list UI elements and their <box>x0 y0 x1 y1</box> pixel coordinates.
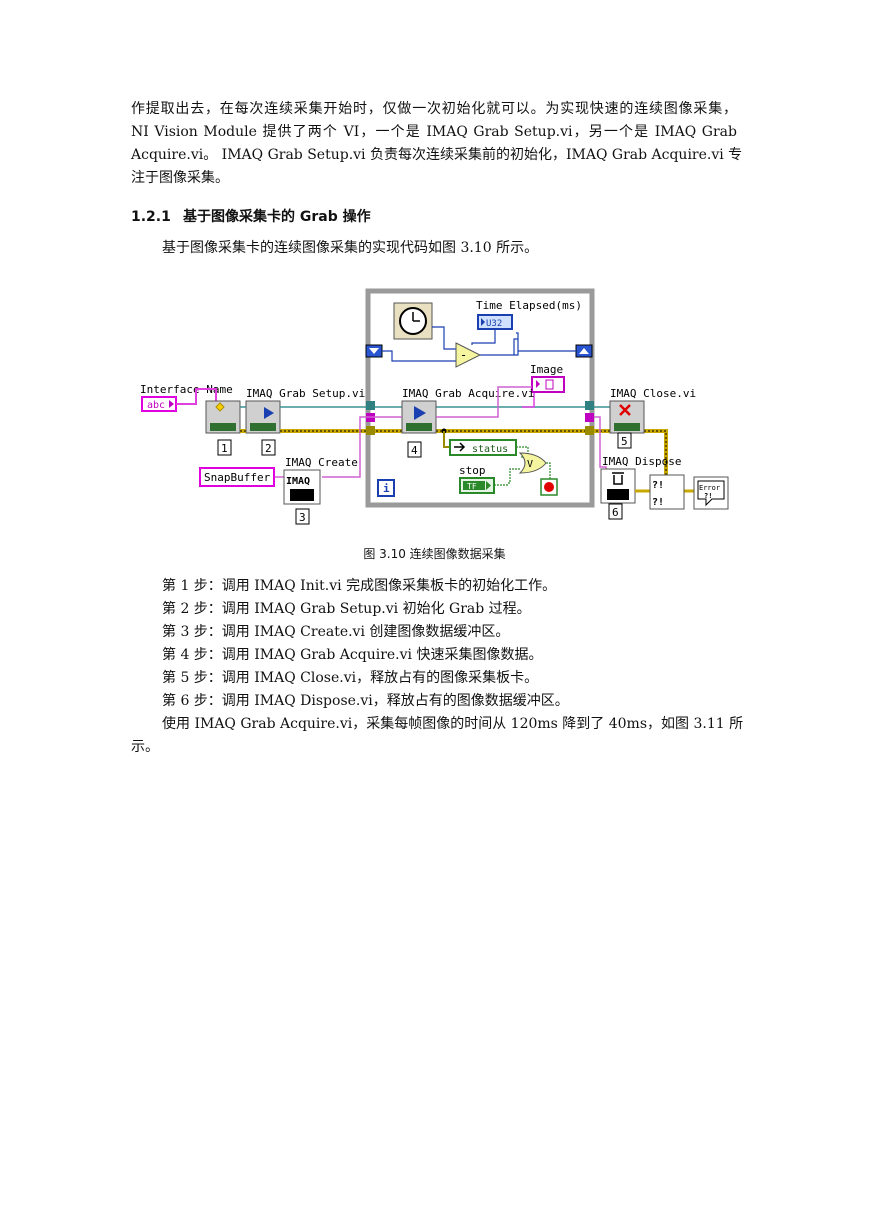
image-wire <box>522 393 535 408</box>
intro-line-2: NI Vision Module 提供了两个 VI，一个是 IMAQ Grab … <box>131 124 737 140</box>
close-label: IMAQ Close.vi <box>610 387 696 400</box>
tunnel-left-error <box>366 426 375 435</box>
intro-line-1: 作提取出去，在每次连续采集开始时，仅做一次初始化就可以。为实现快速的连续图像采集… <box>131 101 737 117</box>
timer-wire <box>382 326 576 362</box>
or-label: V <box>527 459 533 470</box>
step-1: 第 1 步：调用 IMAQ Init.vi 完成图像采集板卡的初始化工作。 <box>162 578 557 594</box>
step-4: 第 4 步：调用 IMAQ Grab Acquire.vi 快速采集图像数据。 <box>162 647 543 663</box>
step-5: 第 5 步：调用 IMAQ Close.vi，释放占有的图像采集板卡。 <box>162 670 539 686</box>
u32-label: U32 <box>486 319 502 329</box>
tunnel-left-session <box>366 401 375 410</box>
grab-acquire-camera-icon <box>406 423 432 431</box>
labview-block-diagram: Interface Name abc 1 IMAQ Grab Setup.vi … <box>140 288 729 525</box>
error-wire-dots <box>240 430 667 477</box>
merge-warn-bottom: ?! <box>652 497 664 508</box>
dispose-footer <box>607 489 629 500</box>
node-number-6 <box>608 503 623 520</box>
loop-i-label: i <box>383 482 390 495</box>
while-loop-frame <box>365 288 595 508</box>
intro-line-4: 注于图像采集。 <box>131 170 229 186</box>
node-number-2-text: 2 <box>265 442 272 455</box>
status-label: status <box>472 444 508 455</box>
image-label: Image <box>530 363 563 376</box>
status-wire <box>443 431 450 448</box>
arrow-icon <box>169 400 174 408</box>
init-icon <box>215 402 225 412</box>
tf-box <box>463 481 485 490</box>
node-number-2 <box>261 439 276 456</box>
merge-errors-node <box>649 474 685 510</box>
node-number-6-text: 6 <box>612 506 619 519</box>
snapbuffer-label: SnapBuffer <box>204 471 271 484</box>
node-number-4 <box>407 441 422 458</box>
init-camera-icon <box>210 423 236 431</box>
grab-setup-camera-icon <box>250 423 276 431</box>
section-heading: 1.2.1 基于图像采集卡的 Grab 操作 <box>131 206 371 226</box>
clock-hands-icon <box>412 312 420 322</box>
node-number-5-text: 5 <box>621 435 628 448</box>
stop-sign-icon <box>544 482 554 492</box>
speech-bubble-icon <box>697 480 725 507</box>
time-elapsed-label: Time Elapsed(ms) <box>476 299 582 312</box>
close-camera-icon <box>614 423 640 431</box>
tunnel-right-error <box>585 426 594 435</box>
section-title: 基于图像采集卡的 Grab 操作 <box>183 209 371 225</box>
minus-label: - <box>460 348 467 362</box>
grab-acquire-label: IMAQ Grab Acquire.vi <box>402 387 534 400</box>
node-number-1-text: 1 <box>221 442 228 455</box>
lead-paragraph: 基于图像采集卡的连续图像采集的实现代码如图 3.10 所示。 <box>131 237 737 260</box>
error-label: Error <box>699 484 720 492</box>
create-footer <box>290 489 314 501</box>
or-gate <box>518 452 547 474</box>
image-arrow-icon <box>536 380 540 388</box>
stop-label: stop <box>459 464 486 477</box>
interface-wire <box>176 388 217 405</box>
snapbuffer-constant <box>199 467 275 487</box>
interface-name-label: Interface Name <box>140 383 233 396</box>
imaq-label: IMAQ <box>286 476 310 487</box>
intro-paragraph: 作提取出去，在每次连续采集开始时，仅做一次初始化就可以。为实现快速的连续图像采集… <box>131 98 743 190</box>
node-number-1 <box>217 439 232 456</box>
abc-label: abc <box>147 400 165 411</box>
section-number: 1.2.1 <box>131 209 171 225</box>
up-arrow-icon <box>579 348 589 354</box>
play-icon <box>264 407 274 419</box>
dispose-label: IMAQ Dispose <box>602 455 681 468</box>
figure-caption: 图 3.10 连续图像数据采集 <box>363 547 506 561</box>
steps-list: 第 1 步：调用 IMAQ Init.vi 完成图像采集板卡的初始化工作。 第 … <box>131 575 737 713</box>
node-number-3 <box>295 508 310 525</box>
down-arrow-icon <box>369 348 379 354</box>
intro-line-3: Acquire.vi。 IMAQ Grab Setup.vi 负责每次连续采集前… <box>131 147 743 163</box>
lead-line: 基于图像采集卡的连续图像采集的实现代码如图 3.10 所示。 <box>162 240 539 256</box>
node-number-3-text: 3 <box>299 511 306 524</box>
acquire-play-icon <box>414 406 426 420</box>
u32-arrow-icon <box>481 318 485 326</box>
step-2: 第 2 步：调用 IMAQ Grab Setup.vi 初始化 Grab 过程。 <box>162 601 531 617</box>
loop-iteration <box>377 479 395 497</box>
create-label: IMAQ Create <box>285 456 358 469</box>
node-number-5 <box>617 432 632 449</box>
tf-arrow-icon <box>486 481 491 490</box>
subtract-node <box>455 342 482 368</box>
close-x-icon <box>619 404 631 416</box>
tunnel-right-image <box>585 413 594 422</box>
step-6: 第 6 步：调用 IMAQ Dispose.vi，释放占有的图像数据缓冲区。 <box>162 693 569 709</box>
closing-line-1: 使用 IMAQ Grab Acquire.vi，采集每帧图像的时间从 120ms… <box>162 716 744 732</box>
tunnel-right-session <box>585 401 594 410</box>
step-3: 第 3 步：调用 IMAQ Create.vi 创建图像数据缓冲区。 <box>162 624 510 640</box>
closing-line-2: 示。 <box>131 739 159 755</box>
tf-label: TF <box>467 482 477 491</box>
merge-warn-top: ?! <box>652 480 664 491</box>
error-warn-label: ?! <box>704 492 712 500</box>
time-elapsed-wire <box>471 329 496 345</box>
status-arrow-icon <box>454 442 466 452</box>
trash-icon <box>612 472 624 485</box>
image-page-icon <box>545 379 554 390</box>
grab-setup-label: IMAQ Grab Setup.vi <box>246 387 365 400</box>
node-number-4-text: 4 <box>411 444 418 457</box>
